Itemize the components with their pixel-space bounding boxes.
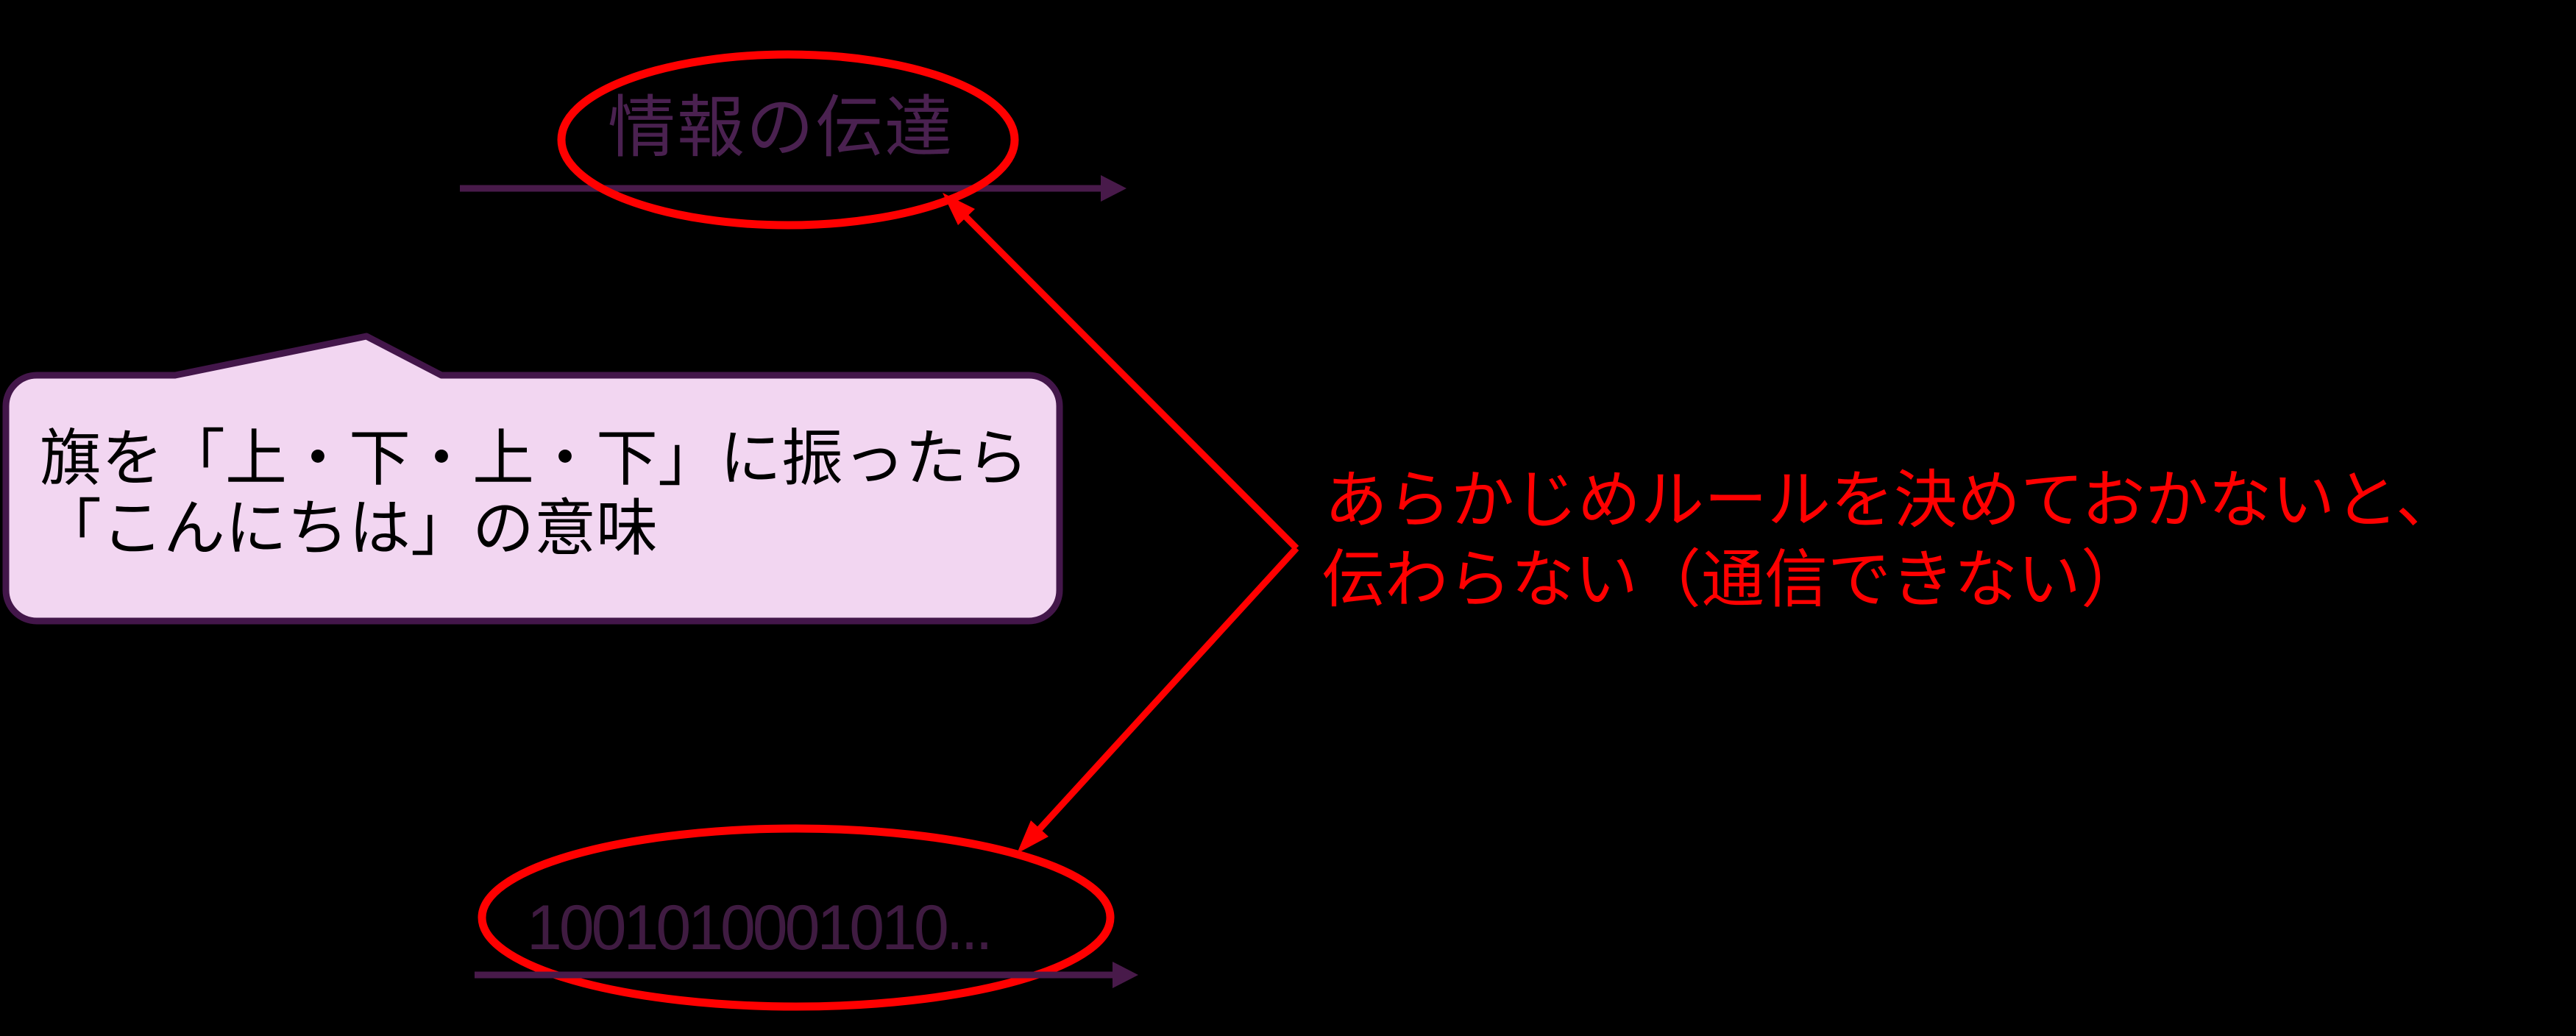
- pointer-arrow-to-bottom-icon: [1017, 545, 1299, 854]
- bubble-text-line-1: 旗を「上・下・上・下」に振ったら: [40, 424, 1029, 493]
- bottom-highlight-ellipse-icon: [478, 824, 1115, 1011]
- bubble-text-line-2: 「こんにちは」の意味: [40, 494, 659, 563]
- bottom-transmission-arrow-icon: [475, 962, 1138, 988]
- annotation-line-1: あらかじめルールを決めておかないと、: [1324, 465, 2459, 536]
- speech-bubble: [2, 333, 1063, 625]
- pointer-arrow-to-top-icon: [943, 193, 1299, 551]
- top-highlight-ellipse-icon: [557, 50, 1019, 230]
- top-transmission-arrow-icon: [460, 175, 1126, 202]
- top-flow-label: 情報の伝達: [608, 91, 954, 166]
- annotation-line-2: 伝わらない（通信できない）: [1321, 544, 2144, 615]
- binary-stream-label: 1001010001010...: [527, 893, 993, 963]
